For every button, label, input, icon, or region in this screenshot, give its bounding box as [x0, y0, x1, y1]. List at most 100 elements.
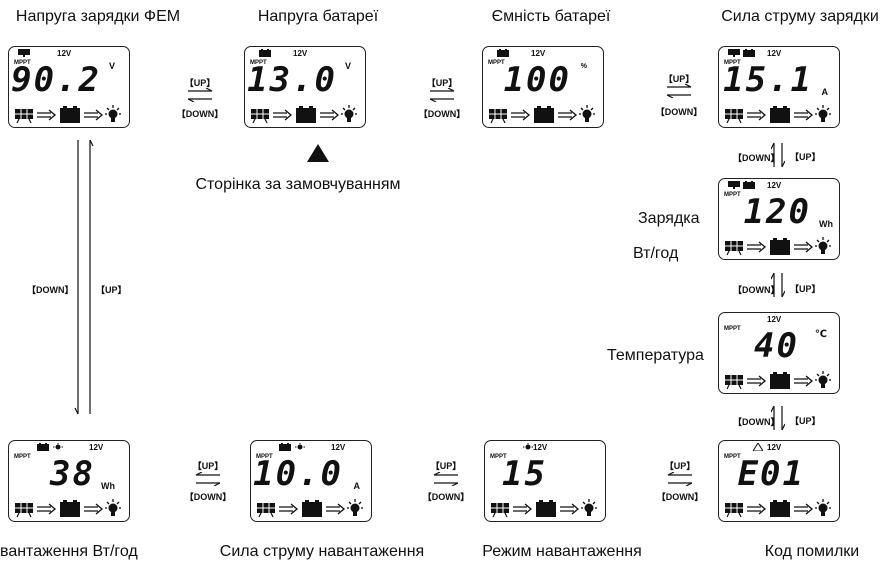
system-voltage: 12V [89, 443, 104, 452]
system-voltage: 12V [767, 315, 782, 324]
title-load-current: Сила струму навантаження [219, 543, 425, 560]
lcd-unit: V [344, 61, 351, 71]
nav-arrows-4-5 [771, 142, 785, 168]
title-charge-wh-line2: Вт/год [633, 245, 679, 262]
mppt-label: MPPT [14, 454, 31, 460]
flow-icons [488, 104, 596, 124]
system-voltage: 12V [531, 49, 546, 58]
title-load-wh: вантаження Вт/год [0, 543, 138, 560]
mppt-label: MPPT [490, 454, 507, 460]
key-down: 【DOWN】 [27, 285, 74, 295]
solar-indicator-icon [18, 49, 30, 57]
key-up: 【UP】 [96, 285, 127, 295]
key-up: 【UP】 [664, 461, 696, 471]
flow-icons [724, 498, 832, 518]
key-down: 【DOWN】 [184, 492, 232, 502]
lcd-unit: ℃ [814, 329, 827, 340]
title-temperature: Температура [607, 347, 704, 364]
system-voltage: 12V [293, 49, 308, 58]
lcd-value: 40 [754, 326, 799, 366]
lcd-load-current: 12V MPPT 10.0 A [250, 440, 372, 522]
system-voltage: 12V [533, 443, 548, 452]
key-down: 【DOWN】 [733, 417, 780, 427]
flow-icons [256, 498, 364, 518]
default-page-marker-icon [307, 144, 329, 162]
lcd-value: 38 [50, 454, 95, 494]
title-load-mode: Режим навантаження [482, 543, 642, 560]
lcd-unit: A [821, 87, 829, 97]
key-up: 【UP】 [790, 416, 821, 426]
system-voltage: 12V [767, 181, 782, 190]
nav-arrows-1-10 [74, 139, 94, 415]
lcd-value: 90.2 [11, 60, 101, 100]
lcd-load-wh: 12V MPPT 38 Wh [8, 440, 130, 522]
key-up: 【UP】 [430, 461, 462, 471]
nav-arrows-1-2 [187, 88, 213, 102]
bulb-indicator-icon [53, 443, 63, 450]
battery-indicator-icon [259, 49, 271, 57]
warning-indicator-icon [753, 443, 763, 451]
mppt-label: MPPT [724, 326, 741, 332]
lcd-value: 13.0 [247, 60, 337, 100]
key-down: 【DOWN】 [422, 492, 470, 502]
nav-arrows-6-7 [771, 405, 785, 431]
system-voltage: 12V [767, 443, 782, 452]
lcd-unit: Wh [819, 219, 833, 229]
title-error-code: Код помилки [764, 543, 860, 560]
key-down: 【DOWN】 [176, 109, 224, 119]
lcd-battery-capacity: 12V MPPT 100 % [482, 46, 604, 128]
lcd-unit: % [580, 63, 587, 70]
mppt-label: MPPT [724, 192, 741, 198]
title-charge-current: Сила струму зарядки [721, 8, 879, 25]
title-battery-capacity: Ємність батареї [491, 8, 611, 25]
battery-indicator-icon [37, 443, 49, 451]
key-up: 【UP】 [790, 152, 821, 162]
mppt-label: MPPT [256, 454, 273, 460]
key-down: 【DOWN】 [733, 153, 780, 163]
nav-arrows-8-9 [433, 472, 459, 486]
lcd-value: 15 [502, 454, 547, 494]
lcd-charge-wh: 12V MPPT 120 Wh [718, 178, 840, 260]
system-voltage: 12V [57, 49, 72, 58]
lcd-temperature: 12V MPPT 40 ℃ [718, 312, 840, 394]
lcd-load-mode: 12V MPPT 15 [484, 440, 606, 522]
lcd-unit: Wh [101, 481, 115, 491]
solar-indicator-icon [728, 49, 740, 57]
key-up: 【UP】 [192, 461, 224, 471]
lcd-pv-charge-voltage: 12V MPPT 90.2 V [8, 46, 130, 128]
mppt-label: MPPT [488, 60, 505, 66]
key-up: 【UP】 [790, 284, 821, 294]
nav-arrows-2-3 [429, 88, 455, 102]
title-battery-voltage: Напруга батареї [257, 8, 379, 25]
key-down: 【DOWN】 [418, 109, 466, 119]
nav-arrows-7-8 [667, 472, 693, 486]
key-up: 【UP】 [426, 78, 458, 88]
key-down: 【DOWN】 [656, 492, 704, 502]
mppt-label: MPPT [250, 60, 267, 66]
flow-icons [14, 498, 122, 518]
lcd-value: 15.1 [723, 60, 813, 100]
flow-icons [724, 370, 832, 390]
battery-indicator-icon [279, 443, 291, 451]
flow-icons [490, 498, 598, 518]
default-page-note: Сторінка за замовчуванням [195, 176, 401, 193]
flow-icons [14, 104, 122, 124]
nav-arrows-5-6 [771, 272, 785, 298]
mppt-label: MPPT [724, 454, 741, 460]
title-pv-charge-voltage: Напруга зарядки ФЕМ [15, 8, 181, 25]
nav-arrows-9-10 [195, 472, 221, 486]
system-voltage: 12V [767, 49, 782, 58]
lcd-value: 120 [743, 192, 811, 232]
solar-indicator-icon [728, 181, 740, 189]
key-down: 【DOWN】 [733, 285, 780, 295]
bulb-indicator-icon [523, 443, 533, 450]
nav-arrows-3-4 [666, 84, 692, 98]
title-charge-wh-line1: Зарядка [638, 210, 700, 227]
lcd-value: 100 [503, 60, 571, 100]
battery-indicator-icon [743, 181, 755, 189]
key-down: 【DOWN】 [655, 107, 703, 117]
battery-indicator-icon [743, 49, 755, 57]
key-up: 【UP】 [184, 78, 216, 88]
mppt-label: MPPT [724, 60, 741, 66]
lcd-charge-current: 12V MPPT 15.1 A [718, 46, 840, 128]
